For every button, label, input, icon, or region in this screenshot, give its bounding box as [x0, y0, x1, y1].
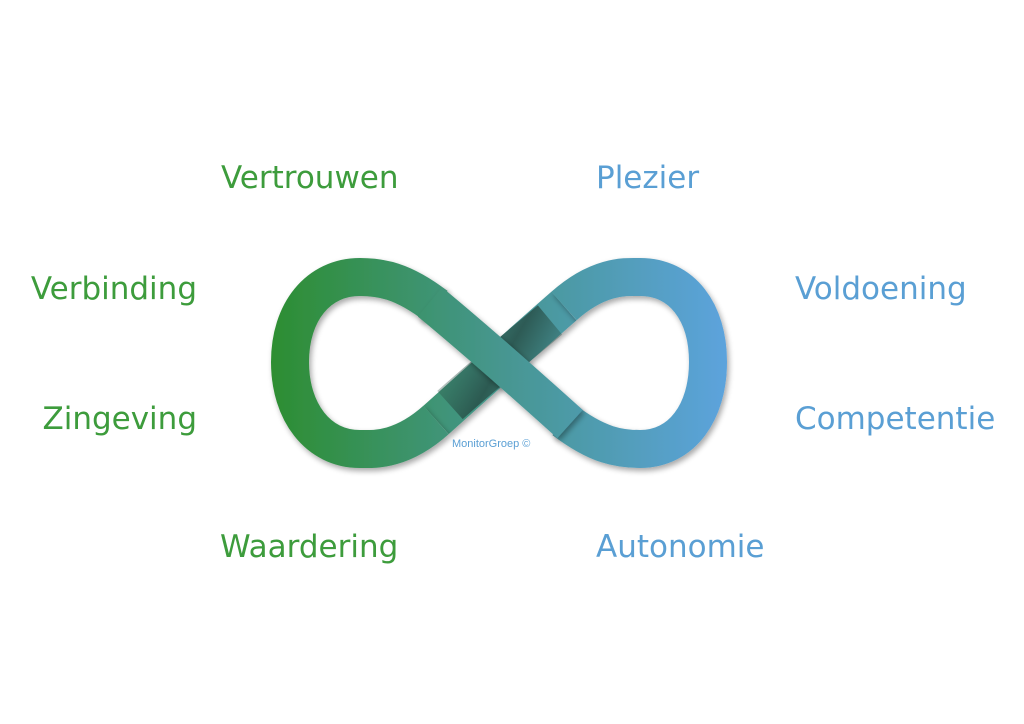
infinity-left-loop [270, 257, 449, 469]
infinity-front-strand [417, 287, 583, 439]
label-plezier: Plezier [596, 160, 700, 196]
label-zingeving: Zingeving [42, 401, 197, 437]
watermark-text: MonitorGroep © [452, 438, 531, 450]
label-autonomie: Autonomie [596, 529, 765, 565]
label-vertrouwen: Vertrouwen [221, 160, 399, 196]
label-voldoening: Voldoening [795, 271, 967, 307]
infinity-right-loop [551, 257, 728, 469]
label-verbinding: Verbinding [30, 271, 197, 307]
label-waardering: Waardering [220, 529, 399, 565]
label-competentie: Competentie [795, 401, 996, 437]
